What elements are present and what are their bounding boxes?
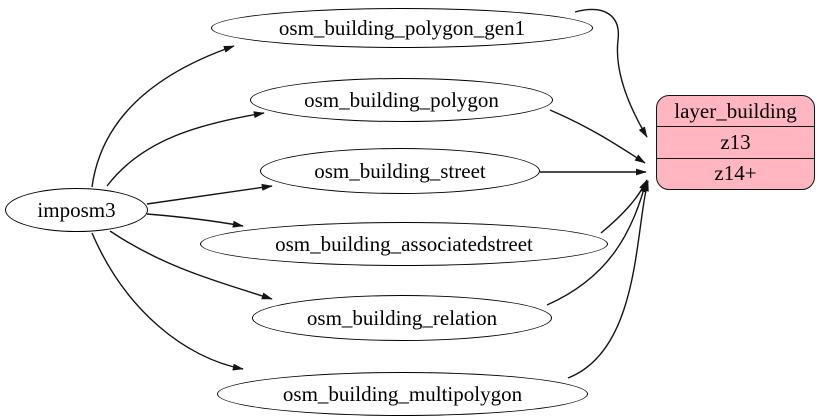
edge-imposm3-street xyxy=(146,183,273,205)
node-osm-building-relation: osm_building_relation xyxy=(252,295,552,341)
node-osm-building-polygon-gen1: osm_building_polygon_gen1 xyxy=(211,8,593,48)
node-osm-building-polygon: osm_building_polygon xyxy=(250,78,553,122)
layer-building-row-z14plus: z14+ xyxy=(657,157,814,189)
node-label: osm_building_polygon xyxy=(304,87,499,112)
node-label: osm_building_relation xyxy=(306,305,498,330)
node-label: osm_building_multipolygon xyxy=(282,381,523,406)
edge-imposm3-polygon xyxy=(106,111,265,187)
edge-imposm3-polygon-gen1 xyxy=(91,45,235,188)
layer-building-title: layer_building xyxy=(674,98,797,123)
node-label: osm_building_street xyxy=(314,158,486,183)
node-osm-building-street: osm_building_street xyxy=(260,148,540,194)
node-label: osm_building_polygon_gen1 xyxy=(278,15,526,40)
node-layer-building: layer_building z13 z14+ xyxy=(656,95,815,190)
node-osm-building-associatedstreet: osm_building_associatedstreet xyxy=(200,222,608,266)
layer-building-row-z13: z13 xyxy=(657,126,814,157)
edge-multipolygon-z14plus xyxy=(567,180,649,379)
edge-associatedstreet-z14plus xyxy=(600,179,648,234)
node-imposm3-label: imposm3 xyxy=(37,197,116,222)
edge-polygon-z14plus xyxy=(549,109,646,164)
node-imposm3: imposm3 xyxy=(5,188,148,232)
edge-imposm3-associatedstreet xyxy=(146,213,244,228)
node-osm-building-multipolygon: osm_building_multipolygon xyxy=(217,372,588,416)
node-label: osm_building_associatedstreet xyxy=(275,231,533,256)
